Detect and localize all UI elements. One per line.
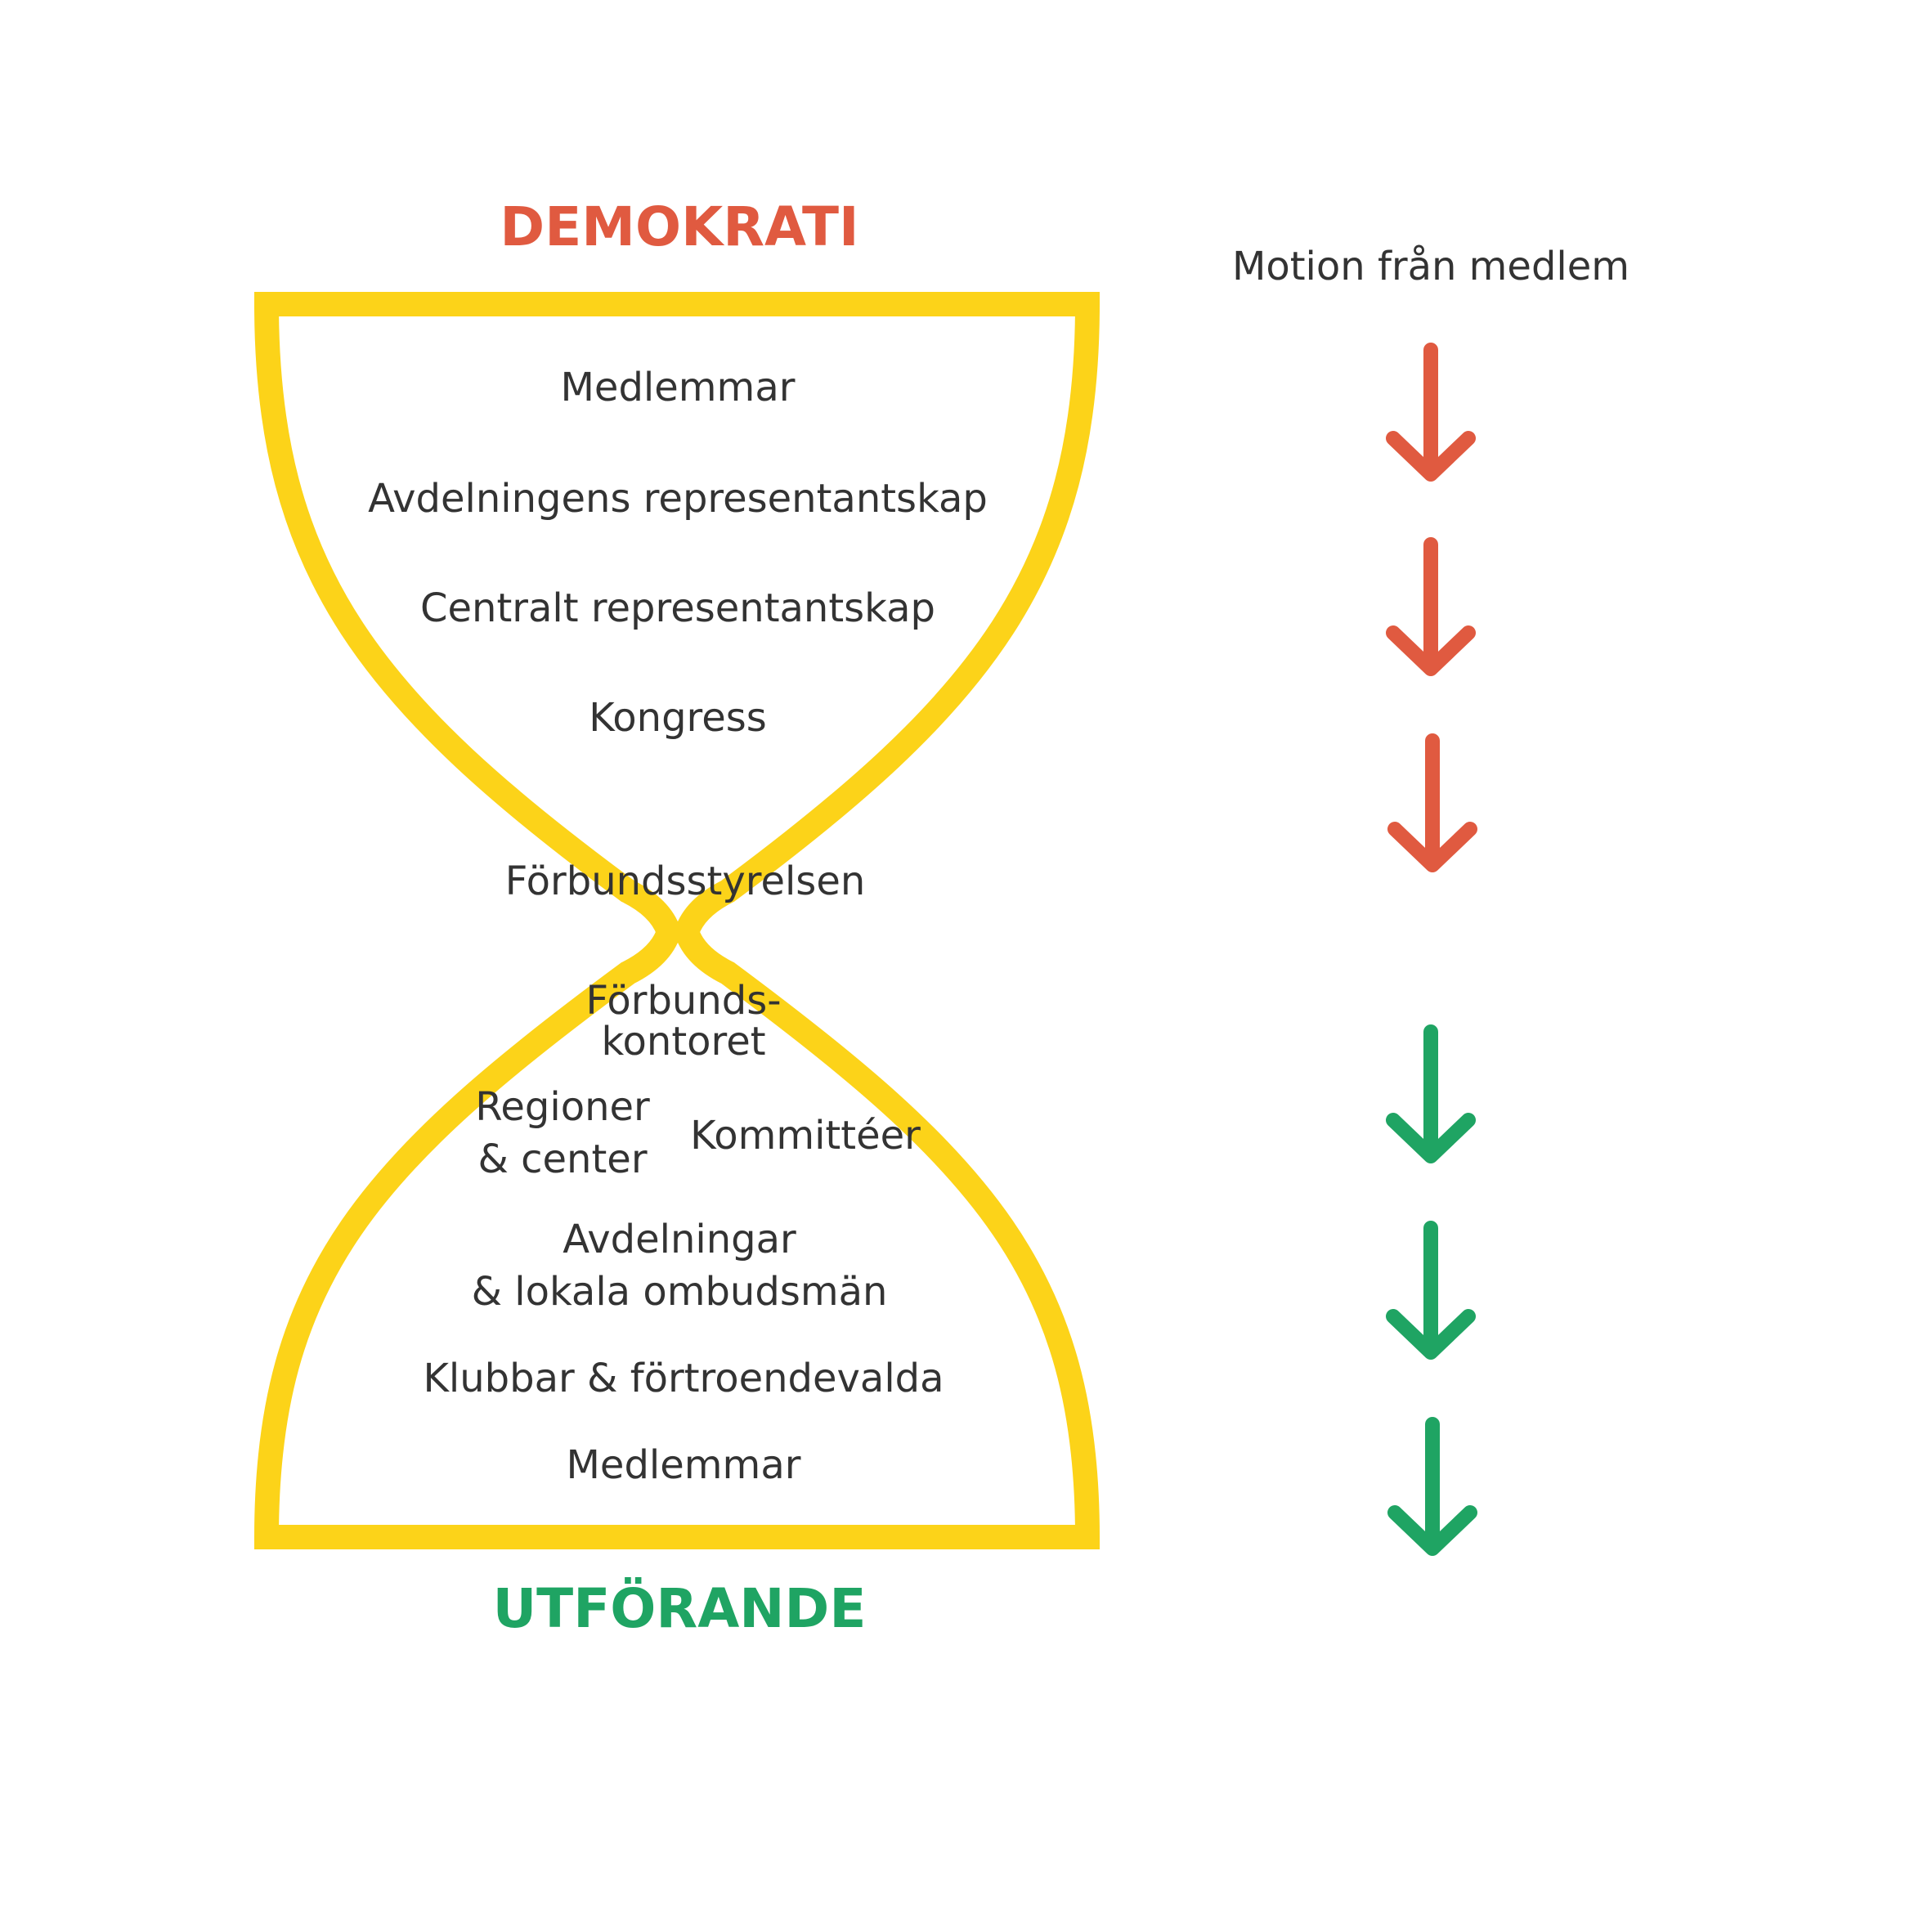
level-branches-line2: & lokala ombudsmän — [472, 1269, 888, 1315]
level-members-top: Medlemmar — [561, 365, 796, 410]
arrow-down-icon — [1386, 1024, 1476, 1163]
level-regions-line1: Regioner — [475, 1084, 650, 1130]
arrow-down-icon — [1386, 343, 1476, 482]
arrow-down-icon — [1386, 537, 1476, 676]
motion-label: Motion från medlem — [1232, 244, 1629, 289]
level-clubs: Klubbar & förtroendevalda — [423, 1356, 944, 1401]
level-branch-council: Avdelningens representantskap — [368, 476, 988, 522]
heading-democracy: DEMOKRATI — [500, 195, 858, 258]
level-members-bottom: Medlemmar — [567, 1442, 801, 1488]
arrow-down-icon — [1387, 733, 1477, 872]
level-federal-office-line2: kontoret — [601, 1019, 765, 1065]
level-congress: Kongress — [589, 695, 767, 741]
arrow-down-icon — [1386, 1221, 1476, 1360]
arrow-down-icon — [1387, 1417, 1477, 1556]
level-federal-office-line1: Förbunds- — [585, 978, 781, 1024]
level-branches-line1: Avdelningar — [563, 1217, 796, 1262]
heading-execution: UTFÖRANDE — [493, 1577, 867, 1640]
level-federal-board: Förbundsstyrelsen — [505, 858, 866, 904]
level-regions-line2: & center — [477, 1136, 647, 1182]
level-committees: Kommittéer — [690, 1113, 921, 1159]
level-central-council: Centralt representantskap — [420, 585, 935, 631]
hourglass-outline — [253, 292, 1100, 1549]
